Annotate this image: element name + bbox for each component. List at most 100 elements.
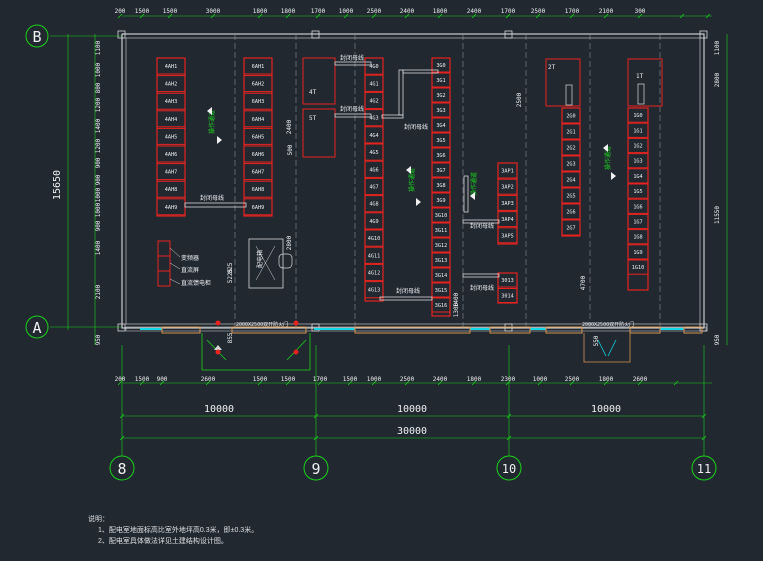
- bus-label-1: 封闭母线: [200, 194, 224, 202]
- transformer-4t[interactable]: 4T: [302, 57, 336, 105]
- cabinet-4ah1[interactable]: 4AH1: [156, 57, 186, 75]
- cabinet-6ah2[interactable]: 6AH2: [243, 75, 273, 93]
- cabinet-1g9[interactable]: 1G9: [627, 244, 649, 260]
- cabinet-3ap2[interactable]: 3AP2: [497, 178, 518, 195]
- cabinet-3g14[interactable]: 3G14: [431, 267, 451, 283]
- cabinet-4g1[interactable]: 4G1: [364, 74, 384, 92]
- cabinet-3g15[interactable]: 3G15: [431, 282, 451, 298]
- cabinet-3g3[interactable]: 3G3: [431, 102, 451, 118]
- bottom-dimension: 1800: [467, 376, 482, 383]
- cabinet-1g0[interactable]: 1G0: [627, 107, 649, 123]
- cabinet-4g10[interactable]: 4G10: [364, 229, 384, 247]
- cabinet-6ah5[interactable]: 6AH5: [243, 127, 273, 145]
- cabinet-2g4[interactable]: 2G4: [561, 171, 581, 188]
- cabinet-4g5[interactable]: 4G5: [364, 143, 384, 161]
- flow-arrows: [207, 107, 616, 206]
- cabinet-1g7[interactable]: 1G7: [627, 213, 649, 230]
- channel-label-3: 操作通道: [470, 172, 478, 196]
- cabinet-1g4[interactable]: 1G4: [627, 168, 649, 184]
- cabinet-label: 2G3: [566, 162, 575, 168]
- cabinet-6ah9[interactable]: 6AH9: [243, 198, 273, 216]
- cabinet-4ah3[interactable]: 4AH3: [156, 92, 186, 110]
- cabinet-1g6[interactable]: 1G6: [627, 198, 649, 214]
- cabinet-3014[interactable]: 3014: [497, 288, 518, 303]
- cabinet-2g3[interactable]: 2G3: [561, 155, 581, 172]
- transformer-1t[interactable]: 1T: [627, 58, 663, 107]
- cabinet-1g3[interactable]: 1G3: [627, 153, 649, 169]
- cabinet-3g12[interactable]: 3G12: [431, 237, 451, 253]
- cabinet-3g9[interactable]: 3G9: [431, 192, 451, 208]
- axis-label-9: 9: [311, 460, 320, 478]
- cabinet-2g5[interactable]: 2G5: [561, 187, 581, 204]
- bottom-wall-openings: [125, 326, 707, 334]
- cabinet-3ap5[interactable]: 3AP5: [497, 227, 518, 244]
- cabinet-1g2[interactable]: 1G2: [627, 137, 649, 154]
- cabinet-3g10[interactable]: 3G10: [431, 207, 451, 223]
- cabinet-4ah6[interactable]: 4AH6: [156, 145, 186, 163]
- dimension-lines: [50, 15, 728, 456]
- cabinet-1g5[interactable]: 1G5: [627, 183, 649, 199]
- top-dimension: 1700: [311, 8, 326, 15]
- cabinet-6ah3[interactable]: 6AH3: [243, 92, 273, 110]
- transformer-5t[interactable]: 5T: [302, 108, 336, 158]
- cabinet-3g1[interactable]: 3G1: [431, 72, 451, 88]
- cabinet-3ap1[interactable]: 3AP1: [497, 162, 518, 179]
- cabinet-6ah6[interactable]: 6AH6: [243, 145, 273, 163]
- transformer-2t[interactable]: 2T: [545, 58, 581, 107]
- cabinet-6ah7[interactable]: 6AH7: [243, 163, 273, 181]
- cabinet-3ap3[interactable]: 3AP3: [497, 194, 518, 211]
- cabinet-6ah1[interactable]: 6AH1: [243, 57, 273, 75]
- cabinet-4ah5[interactable]: 4AH5: [156, 127, 186, 145]
- cabinet-4g11[interactable]: 4G11: [364, 246, 384, 264]
- cabinet-1g1[interactable]: 1G1: [627, 122, 649, 138]
- cabinet-4ah4[interactable]: 4AH4: [156, 110, 186, 128]
- cabinet-4ah7[interactable]: 4AH7: [156, 163, 186, 181]
- cabinet-3g8[interactable]: 3G8: [431, 177, 451, 193]
- cabinet-1g8[interactable]: 1G8: [627, 229, 649, 245]
- cabinet-3g2[interactable]: 3G2: [431, 87, 451, 103]
- cabinet-2g0[interactable]: 2G0: [561, 107, 581, 124]
- cabinet-4ah9[interactable]: 4AH9: [156, 198, 186, 216]
- cabinet-6ah4[interactable]: 6AH4: [243, 110, 273, 128]
- cabinet-4g6[interactable]: 4G6: [364, 160, 384, 178]
- cabinet-label: 4AH8: [165, 187, 178, 193]
- cabinet-2g7[interactable]: 2G7: [561, 219, 581, 236]
- cabinet-3g13[interactable]: 3G13: [431, 252, 451, 268]
- cabinet-4g0[interactable]: 4G0: [364, 57, 384, 75]
- cabinet-4g12[interactable]: 4G12: [364, 263, 384, 282]
- cabinet-2g2[interactable]: 2G2: [561, 139, 581, 156]
- cabinet-4g13[interactable]: 4G13: [364, 281, 384, 299]
- cabinet-4g8[interactable]: 4G8: [364, 195, 384, 213]
- cabinet-3g4[interactable]: 3G4: [431, 117, 451, 133]
- cabinet-6ah8[interactable]: 6AH8: [243, 180, 273, 198]
- cabinet-label: 6AH8: [252, 187, 265, 193]
- distribution-box-label: 配电箱: [256, 250, 264, 268]
- cabinet-3ap4[interactable]: 3AP4: [497, 211, 518, 228]
- cabinet-1g10[interactable]: 1G10: [627, 259, 649, 275]
- cabinet-4g4[interactable]: 4G4: [364, 126, 384, 144]
- cabinet-4ah2[interactable]: 4AH2: [156, 75, 186, 93]
- cabinet-2g6[interactable]: 2G6: [561, 203, 581, 220]
- cabinet-4g2[interactable]: 4G2: [364, 91, 384, 110]
- drawing-notes: 说明： 1、配电室地面标高比室外地坪高0.3米，即±0.3米。 2、配电室具体做…: [88, 514, 258, 547]
- left-dimension: 900: [95, 220, 102, 231]
- cabinet-2g1[interactable]: 2G1: [561, 123, 581, 140]
- building-walls: [121, 33, 705, 329]
- transformer-1t-label: 1T: [636, 73, 644, 80]
- cabinet-4g3[interactable]: 4G3: [364, 109, 384, 127]
- axis-bubble-10: 10: [496, 455, 522, 481]
- cabinet-3g7[interactable]: 3G7: [431, 162, 451, 178]
- cabinet-3013[interactable]: 3013: [497, 272, 518, 288]
- distribution-box[interactable]: 配电箱: [248, 238, 293, 289]
- cabinet-3g6[interactable]: 3G6: [431, 147, 451, 163]
- cabinet-label: 3AP3: [501, 201, 514, 207]
- cabinet-3g11[interactable]: 3G11: [431, 222, 451, 238]
- cabinet-3g5[interactable]: 3G5: [431, 132, 451, 148]
- cabinet-4g7[interactable]: 4G7: [364, 177, 384, 196]
- cabinet-label: 3G7: [436, 168, 445, 174]
- cabinet-4ah8[interactable]: 4AH8: [156, 180, 186, 198]
- cabinet-4g9[interactable]: 4G9: [364, 212, 384, 230]
- cabinet-3g16[interactable]: 3G16: [431, 297, 451, 313]
- inner-dimension: 500: [287, 144, 294, 155]
